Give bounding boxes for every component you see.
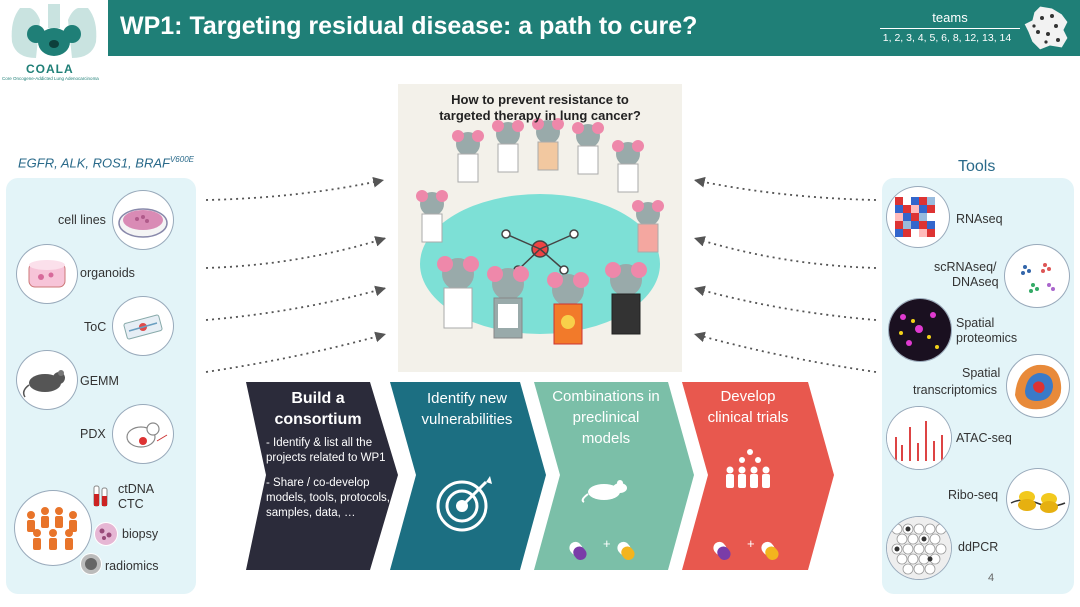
ctdna-label: ctDNA — [118, 482, 155, 496]
tissue-map-icon — [1006, 354, 1070, 418]
scrnaseq-label: scRNAseq/ — [934, 260, 997, 274]
step-1-title: Build a consortium — [258, 388, 378, 430]
petri-dish-icon — [112, 190, 174, 250]
radiomics-label: radiomics — [105, 559, 159, 573]
biopsy-label: biopsy — [122, 527, 159, 541]
pdx-mouse-icon — [112, 404, 174, 464]
target-icon — [434, 474, 494, 534]
ddpcr-droplets-icon — [886, 516, 952, 580]
step-1-title-line-1: Build a — [291, 390, 345, 407]
plus-sign: + — [603, 536, 611, 551]
dnaseq-label: DNAseq — [952, 275, 999, 289]
ribo-seq-label: Ribo-seq — [948, 488, 999, 502]
page-number: 4 — [988, 572, 995, 584]
logo-name: COALA — [26, 62, 74, 76]
toc-label: ToC — [84, 320, 107, 334]
biopsy-icon — [94, 522, 118, 546]
step-1-title-line-2: consortium — [274, 411, 362, 428]
patient-crowd-icon — [718, 446, 782, 496]
slide-title: WP1: Targeting residual disease: a path … — [120, 12, 698, 40]
rnaseq-label: RNAseq — [956, 212, 1003, 226]
atac-seq-icon — [886, 406, 952, 470]
step-3-title: Combinations in preclinical models — [536, 386, 676, 449]
mouse-icon — [16, 350, 78, 410]
step-1-items: - Identify & list all the projects relat… — [266, 436, 392, 521]
drug-combination-icon-2 — [710, 520, 790, 562]
step-2-chevron — [390, 382, 546, 570]
plus-sign-2: + — [747, 536, 755, 551]
tumor-on-chip-icon — [112, 296, 174, 356]
radiomics-icon — [80, 553, 102, 575]
logo-subtitle: Core Oncogene-Addicted Lung Adenocarcino… — [2, 76, 99, 81]
koala-illustration — [398, 84, 682, 372]
step-3-chevron — [534, 382, 694, 570]
illustration-caption: How to prevent resistance to targeted th… — [398, 92, 682, 124]
mouse-silhouette-icon — [578, 474, 638, 504]
step-1-item-2: - Share / co-develop models, tools, prot… — [266, 477, 391, 519]
gemm-label: GEMM — [80, 374, 119, 388]
step-1-chevron — [246, 382, 398, 570]
step-3-title-line-2: preclinical — [572, 409, 640, 426]
step-3-title-line-3: models — [581, 430, 631, 447]
step-2-title: Identify new vulnerabilities — [392, 388, 542, 430]
tools-header: Tools — [958, 158, 996, 175]
cell-lines-label: cell lines — [58, 213, 106, 227]
spatial-proteomics-label-1: Spatial — [956, 316, 995, 330]
patients-group-icon — [14, 490, 92, 566]
pdx-label: PDX — [80, 427, 106, 441]
organoid-dish-icon — [16, 244, 78, 304]
caption-line-2: targeted therapy in lung cancer? — [439, 108, 641, 123]
coala-logo — [0, 0, 108, 84]
spatial-transcriptomics-label-1: Spatial — [962, 366, 1001, 380]
teams-divider — [880, 28, 1020, 29]
spatial-transcriptomics-label-2: transcriptomics — [913, 383, 998, 397]
france-map-icon — [1022, 4, 1074, 52]
step-1-item-1: - Identify & list all the projects relat… — [266, 437, 386, 464]
spatial-proteomics-icon — [888, 298, 952, 362]
step-2-title-line-2: vulnerabilities — [421, 411, 513, 428]
spatial-proteomics-label-2: proteomics — [956, 331, 1018, 345]
teams-list: 1, 2, 3, 4, 5, 6, 8, 12, 13, 14 — [882, 32, 1012, 44]
step-4-title-line-1: Develop — [720, 388, 776, 405]
caption-line-1: How to prevent resistance to — [451, 92, 629, 107]
heatmap-icon — [886, 186, 950, 248]
drug-combination-icon — [566, 520, 646, 562]
step-2-title-line-1: Identify new — [426, 390, 508, 407]
mutations-header-text: EGFR, ALK, ROS1, BRAF — [18, 155, 170, 171]
step-3-title-line-1: Combinations in — [552, 388, 660, 405]
mutations-header-sup: V600E — [169, 155, 194, 164]
blood-tube-icon — [90, 482, 112, 510]
step-4-title: Develop clinical trials — [680, 386, 816, 428]
ctc-label: CTC — [118, 497, 144, 511]
ddpcr-label: ddPCR — [958, 540, 999, 554]
teams-label: teams — [932, 10, 968, 25]
atac-seq-label: ATAC-seq — [956, 431, 1012, 445]
ribosome-icon — [1006, 468, 1070, 530]
umap-plot-icon — [1004, 244, 1070, 308]
organoids-label: organoids — [80, 266, 135, 280]
step-4-title-line-2: clinical trials — [707, 409, 789, 426]
mutations-header: EGFR, ALK, ROS1, BRAFV600E — [18, 155, 194, 170]
